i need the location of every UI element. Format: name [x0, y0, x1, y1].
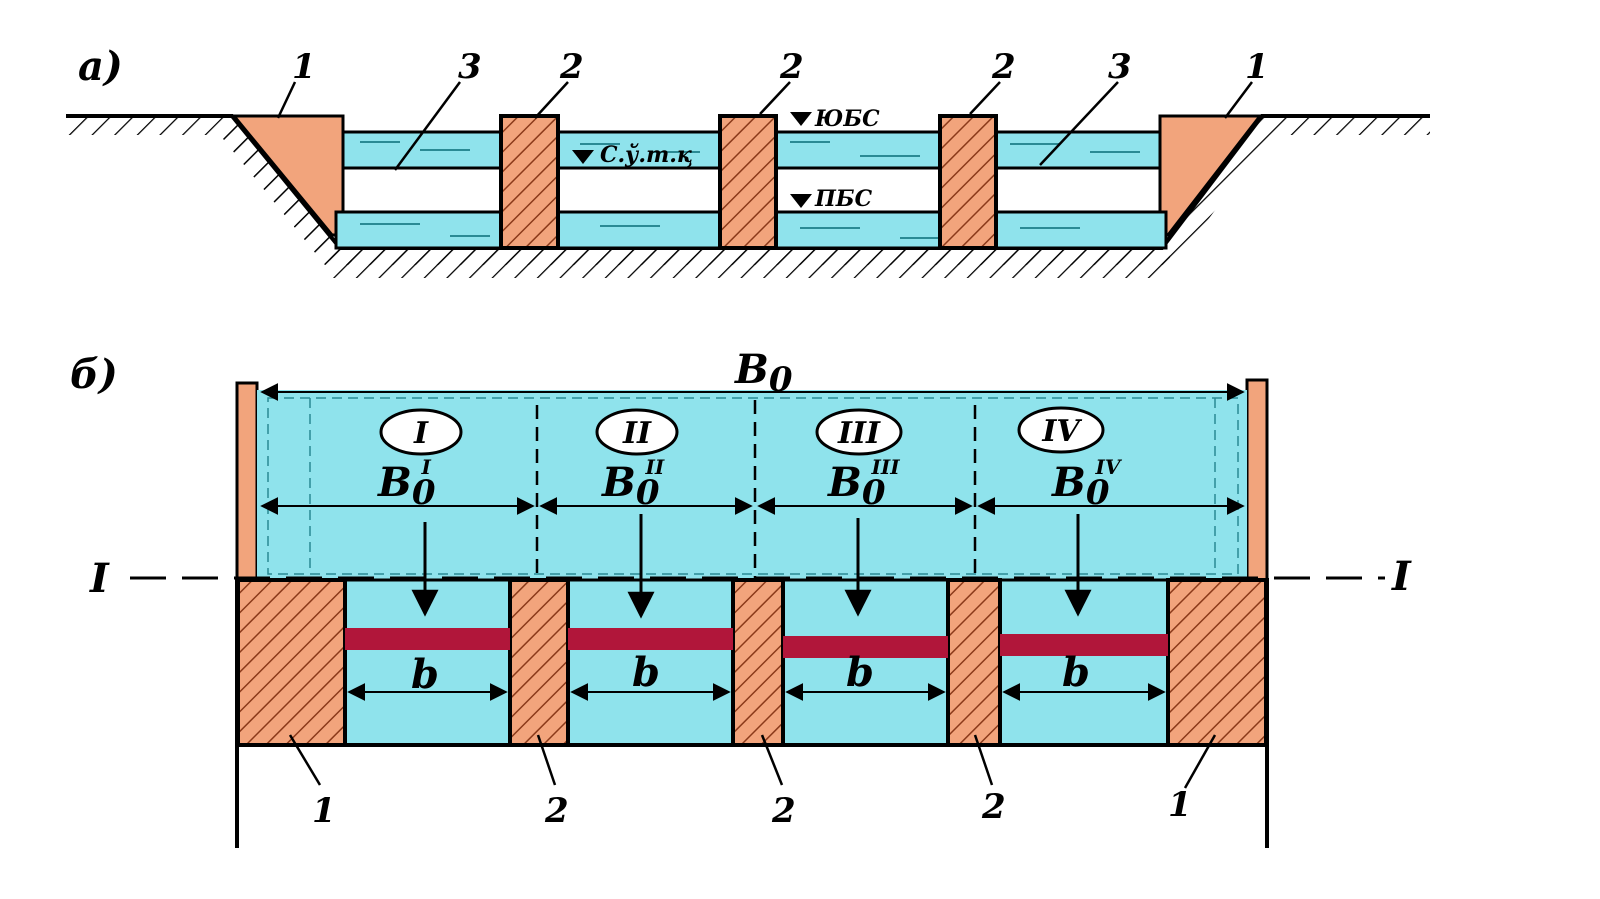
- callout-a-6: 3: [1108, 47, 1132, 87]
- level-triangle-bottom: [790, 194, 812, 208]
- gates: [345, 628, 1168, 658]
- flow-arrows: [411, 514, 1092, 619]
- section-iv-numeral: IV: [1041, 414, 1082, 449]
- gate-1: [345, 628, 510, 650]
- pier-b-3: [946, 578, 1002, 747]
- section-i-numeral: I: [413, 416, 429, 451]
- pier-a-2: [718, 114, 778, 250]
- chamber-2-width: b: [632, 649, 660, 696]
- section-ii: II B0II: [595, 408, 679, 513]
- callout-leaders-b: [288, 734, 1217, 789]
- section-iii-width: B0III: [827, 455, 900, 513]
- pier-b-1: [508, 578, 570, 747]
- section-i-width: B0I: [377, 455, 436, 513]
- gate-4: [1000, 634, 1168, 656]
- callout-b-1: 1: [312, 791, 336, 831]
- section-line-right-label: I: [1391, 553, 1412, 600]
- abutment-left: [236, 578, 347, 747]
- chamber-1-width: b: [411, 651, 439, 698]
- section-ii-numeral: II: [622, 416, 652, 451]
- left-wall: [235, 381, 259, 583]
- ground-hatching: [66, 118, 1430, 278]
- callout-b-2: 2: [544, 791, 569, 831]
- level-bottom-label: ПБС: [814, 186, 873, 212]
- section-iv: IV B0IV: [1017, 406, 1123, 513]
- section-iii-numeral: III: [837, 416, 881, 451]
- callout-a-4: 2: [779, 47, 804, 87]
- level-top-label: ЮБС: [814, 106, 880, 132]
- chamber-4-width: b: [1062, 649, 1090, 696]
- section-iii: III B0III: [815, 408, 903, 513]
- callout-b-5: 1: [1168, 785, 1192, 825]
- panel-b-label: б): [70, 351, 118, 398]
- callout-b-3: 2: [771, 791, 796, 831]
- right-wall: [1245, 378, 1269, 583]
- level-middle-label: С.ў.т.қ: [600, 142, 692, 168]
- abutment-right: [1166, 578, 1268, 747]
- pier-a-1: [499, 114, 560, 250]
- callout-a-7: 1: [1245, 47, 1269, 87]
- gate-2: [568, 628, 733, 650]
- pier-b-2: [731, 578, 785, 747]
- panel-a: а): [66, 43, 1430, 278]
- panel-b: б) B0 I B0I: [70, 346, 1412, 848]
- level-triangle-top: [790, 112, 812, 126]
- gate-width-labels: b b b b: [411, 649, 1090, 698]
- callout-a-5: 2: [991, 47, 1016, 87]
- pier-a-3: [938, 114, 998, 250]
- section-ii-width: B0II: [601, 455, 665, 513]
- callouts-b: 1 2 2 2 1: [312, 785, 1192, 831]
- total-width-label: B0: [734, 346, 793, 400]
- section-separators: [535, 400, 977, 578]
- callout-b-4: 2: [981, 787, 1006, 827]
- water-dashes: [360, 141, 1140, 239]
- level-triangle-middle: [572, 150, 594, 164]
- gate-3: [783, 636, 948, 658]
- callout-a-3: 2: [559, 47, 584, 87]
- callout-a-2: 3: [458, 47, 482, 87]
- section-iv-width: B0IV: [1051, 455, 1123, 513]
- section-i: I B0I: [377, 408, 463, 513]
- callouts-a: 1 3 2 2 2 3 1: [292, 47, 1269, 87]
- right-embankment: [1158, 114, 1264, 237]
- callout-leaders-a: [276, 81, 1253, 171]
- panel-a-label: а): [78, 43, 123, 90]
- chamber-3-width: b: [846, 649, 874, 696]
- section-line-left-label: I: [89, 555, 110, 602]
- callout-a-1: 1: [292, 47, 316, 87]
